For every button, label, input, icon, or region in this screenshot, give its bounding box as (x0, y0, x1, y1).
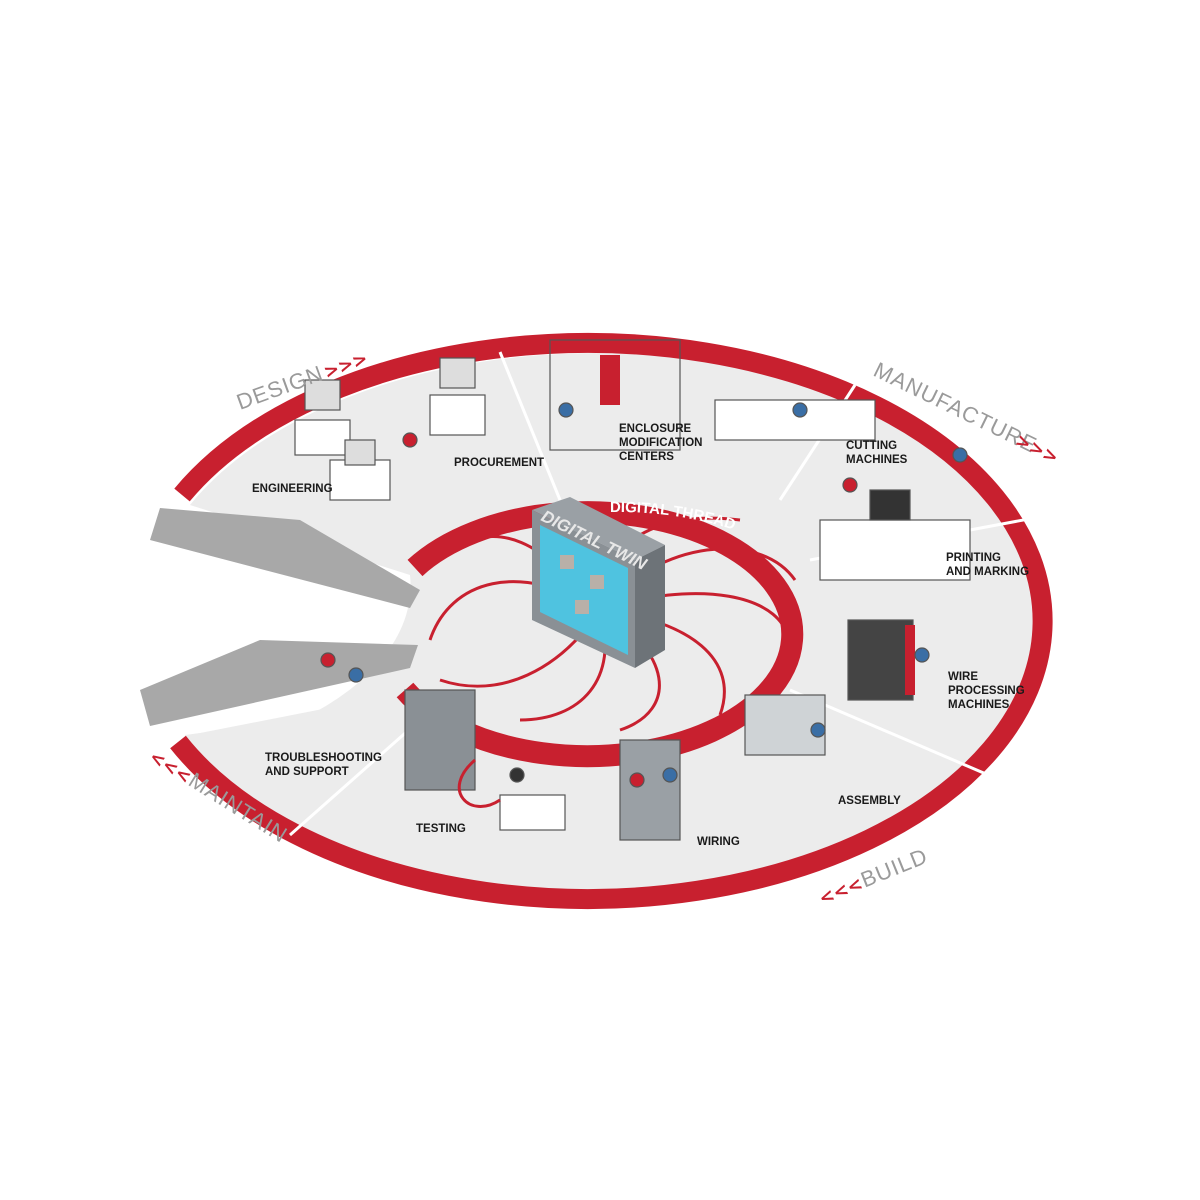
station-label-line: MACHINES (948, 699, 1010, 711)
station-label-line: PROCUREMENT (454, 457, 544, 469)
station-label-line: ENGINEERING (252, 483, 333, 495)
station-label-line: AND MARKING (946, 566, 1029, 578)
station-label-wire: WIRE PROCESSING MACHINES (948, 671, 1025, 711)
plank-lower (140, 640, 418, 726)
station-label-line: TROUBLESHOOTING (265, 752, 382, 764)
station-label-engineering: ENGINEERING (252, 483, 333, 495)
station-label-troubleshooting: TROUBLESHOOTING AND SUPPORT (265, 752, 382, 778)
build-arrows: <<< (816, 873, 866, 909)
station-label-enclosure: ENCLOSURE MODIFICATION CENTERS (619, 423, 702, 463)
station-label-line: ENCLOSURE (619, 423, 692, 435)
station-label-line: TESTING (416, 823, 466, 835)
station-label-line: ASSEMBLY (838, 795, 901, 807)
station-label-cutting: CUTTING MACHINES (846, 440, 908, 466)
station-label-line: MACHINES (846, 454, 908, 466)
station-label-line: PROCESSING (948, 685, 1025, 697)
plank-upper (150, 508, 420, 608)
outer-ring (170, 332, 1053, 909)
station-label-assembly: ASSEMBLY (838, 795, 901, 807)
station-label-line: CENTERS (619, 451, 674, 463)
station-label-procurement: PROCUREMENT (454, 457, 544, 469)
station-label-testing: TESTING (416, 823, 466, 835)
station-label-printing: PRINTING AND MARKING (946, 552, 1029, 578)
station-label-wiring: WIRING (697, 836, 740, 848)
station-label-line: CUTTING (846, 440, 897, 452)
station-label-line: PRINTING (946, 552, 1001, 564)
station-label-line: AND SUPPORT (265, 766, 349, 778)
station-equipment (294, 339, 971, 841)
station-label-line: WIRE (948, 671, 978, 683)
station-label-line: MODIFICATION (619, 437, 702, 449)
station-labels: ENGINEERING PROCUREMENT ENCLOSURE MODIFICAT… (252, 423, 1029, 848)
station-label-line: WIRING (697, 836, 740, 848)
